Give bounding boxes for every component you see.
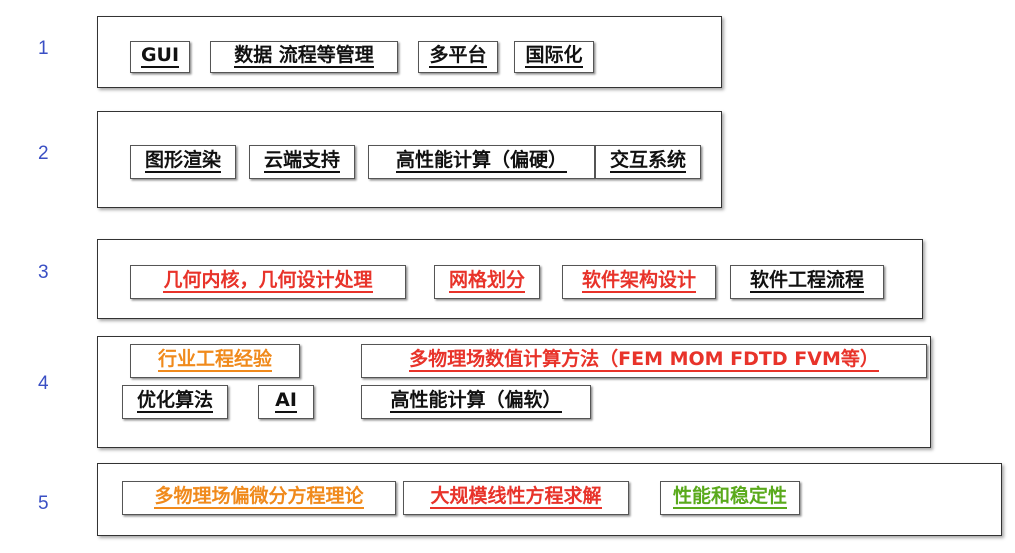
layer-5-panel: 多物理场偏微分方程理论 大规模线性方程求解 性能和稳定性 [97,463,1002,536]
layer-4-item-ai: AI [258,385,314,419]
layer-3-item-software-architecture: 软件架构设计 [562,265,716,299]
layer-1-item-internationalization: 国际化 [514,41,594,73]
row-number-4: 4 [38,373,49,394]
row-number-3: 3 [38,262,49,283]
layer-4-item-numerical-methods: 多物理场数值计算方法（FEM MOM FDTD FVM等） [361,344,927,378]
layer-1-item-gui: GUI [130,41,190,73]
layer-4-panel: 行业工程经验 多物理场数值计算方法（FEM MOM FDTD FVM等） 优化算… [97,336,931,448]
layer-2-item-graphics-rendering: 图形渲染 [130,145,236,179]
layer-3-panel: 几何内核，几何设计处理 网格划分 软件架构设计 软件工程流程 [97,239,923,319]
row-number-2: 2 [38,143,49,164]
layer-2-item-interaction-system: 交互系统 [595,145,701,179]
layer-5-item-performance-stability: 性能和稳定性 [660,481,800,515]
layer-5-item-linear-solver: 大规模线性方程求解 [403,481,629,515]
row-number-5: 5 [38,493,49,514]
layer-4-item-hpc-software: 高性能计算（偏软） [361,385,591,419]
layer-1-item-multi-platform: 多平台 [418,41,498,73]
layer-5-item-pde-theory: 多物理场偏微分方程理论 [122,481,396,515]
layer-4-item-optimization: 优化算法 [122,385,228,419]
layer-2-item-cloud-support: 云端支持 [249,145,355,179]
layer-3-item-software-engineering-process: 软件工程流程 [730,265,884,299]
layer-2-item-hpc-hardware: 高性能计算（偏硬） [368,145,595,179]
layer-3-item-meshing: 网格划分 [434,265,540,299]
layer-2-panel: 图形渲染 云端支持 高性能计算（偏硬） 交互系统 [97,111,722,208]
layer-1-item-data-flow-management: 数据 流程等管理 [210,41,398,73]
layer-4-item-industry-experience: 行业工程经验 [130,344,300,378]
row-number-1: 1 [38,38,49,59]
layer-3-item-geometry-kernel: 几何内核，几何设计处理 [130,265,406,299]
layer-1-panel: GUI 数据 流程等管理 多平台 国际化 [97,16,722,88]
